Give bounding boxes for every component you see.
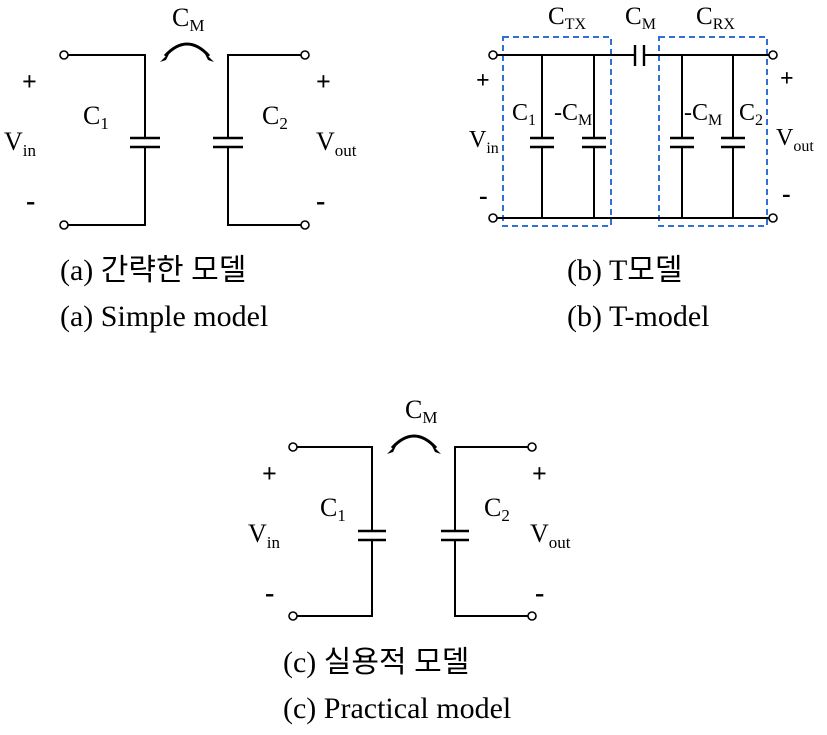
panel-b-caption-korean: (b) T모델 (567, 254, 682, 287)
panel-a-c1-label: C1 (83, 101, 109, 133)
panel-b-ctx-box (502, 36, 612, 227)
panel-c-coupling-arrowhead-right (431, 444, 441, 454)
panel-a-coupling-arrowhead-left (160, 52, 170, 62)
panel-c-minus-right: - (535, 578, 544, 609)
panel-c-terminal-in-top (288, 442, 298, 452)
panel-a-coupling-arrowhead-right (204, 52, 214, 62)
panel-a-wire-left (64, 54, 146, 226)
panel-c-caption-korean: (c) 실용적 모델 (283, 646, 469, 679)
panel-c-coupling-label: CM (405, 395, 437, 427)
panel-b-terminal-out-top (768, 50, 778, 60)
panel-b-terminal-in-top (488, 50, 498, 60)
panel-a-minus-left: - (26, 186, 35, 217)
panel-c-c1-label: C1 (320, 493, 346, 525)
panel-c-vout-label: Vout (530, 519, 571, 552)
panel-c-wire-left (293, 446, 373, 617)
panel-c-coupling-arrowhead-left (387, 444, 397, 454)
panel-c-caption-english: (c) Practical model (283, 692, 511, 725)
panel-b-c2-label: C2 (739, 100, 763, 129)
panel-a-simple-model: CM C1 C2 + + - - Vin Vout (a) 간략한 모델 (a)… (4, 3, 357, 333)
panel-b-t-model: CTX CM CRX C1 -CM -CM C2 + + - - Vin Vou… (469, 3, 814, 333)
panel-b-vout-label: Vout (776, 125, 814, 155)
panel-b-c1-label: C1 (512, 100, 536, 129)
panel-b-terminal-in-bottom (488, 213, 498, 223)
panel-c-terminal-in-bottom (288, 611, 298, 621)
panel-a-caption-korean: (a) 간략한 모델 (60, 254, 246, 287)
panel-a-plus-left: + (22, 67, 37, 96)
panel-c-minus-left: - (265, 578, 274, 609)
panel-b-neg-cm-left-label: -CM (554, 100, 592, 129)
panel-c-terminal-out-bottom (527, 611, 537, 621)
panel-a-wire-right (227, 54, 305, 226)
panel-a-terminal-in-bottom (59, 220, 69, 230)
panel-a-caption-english: (a) Simple model (60, 300, 268, 333)
panel-a-terminal-in-top (59, 50, 69, 60)
panel-b-crx-box (658, 36, 768, 227)
panel-c-terminal-out-top (527, 442, 537, 452)
panel-c-c2-label: C2 (484, 493, 510, 525)
panel-a-plus-right: + (316, 67, 331, 96)
panel-b-plus-right: + (780, 66, 794, 92)
panel-a-coupling-label: CM (172, 3, 204, 35)
panel-c-vin-label: Vin (248, 519, 281, 552)
panel-b-ctx-label: CTX (548, 3, 586, 33)
panel-c-plus-left: + (262, 459, 277, 488)
panel-c-practical-model: CM C1 C2 + + - - Vin Vout (c) 실용적 모델 (c)… (248, 395, 571, 725)
panel-b-minus-right: - (782, 179, 791, 208)
panel-a-minus-right: - (316, 186, 325, 217)
panel-b-neg-cm-right-label: -CM (684, 100, 722, 129)
panel-a-terminal-out-top (300, 50, 310, 60)
panel-c-wire-right (454, 446, 532, 617)
panel-b-caption-english: (b) T-model (567, 300, 710, 333)
panel-b-plus-left: + (476, 68, 490, 94)
panel-c-coupling-arc (390, 434, 438, 450)
panel-a-c2-label: C2 (262, 101, 288, 133)
panel-a-coupling-arc (163, 42, 211, 58)
panel-a-vout-label: Vout (316, 127, 357, 160)
panel-b-minus-left: - (479, 181, 488, 210)
panel-a-vin-label: Vin (4, 127, 37, 160)
panel-b-cm-label: CM (625, 3, 656, 33)
panel-b-terminal-out-bottom (768, 213, 778, 223)
panel-b-vin-label: Vin (469, 127, 499, 157)
panel-a-terminal-out-bottom (300, 220, 310, 230)
panel-c-plus-right: + (532, 459, 547, 488)
panel-b-crx-label: CRX (696, 3, 735, 33)
